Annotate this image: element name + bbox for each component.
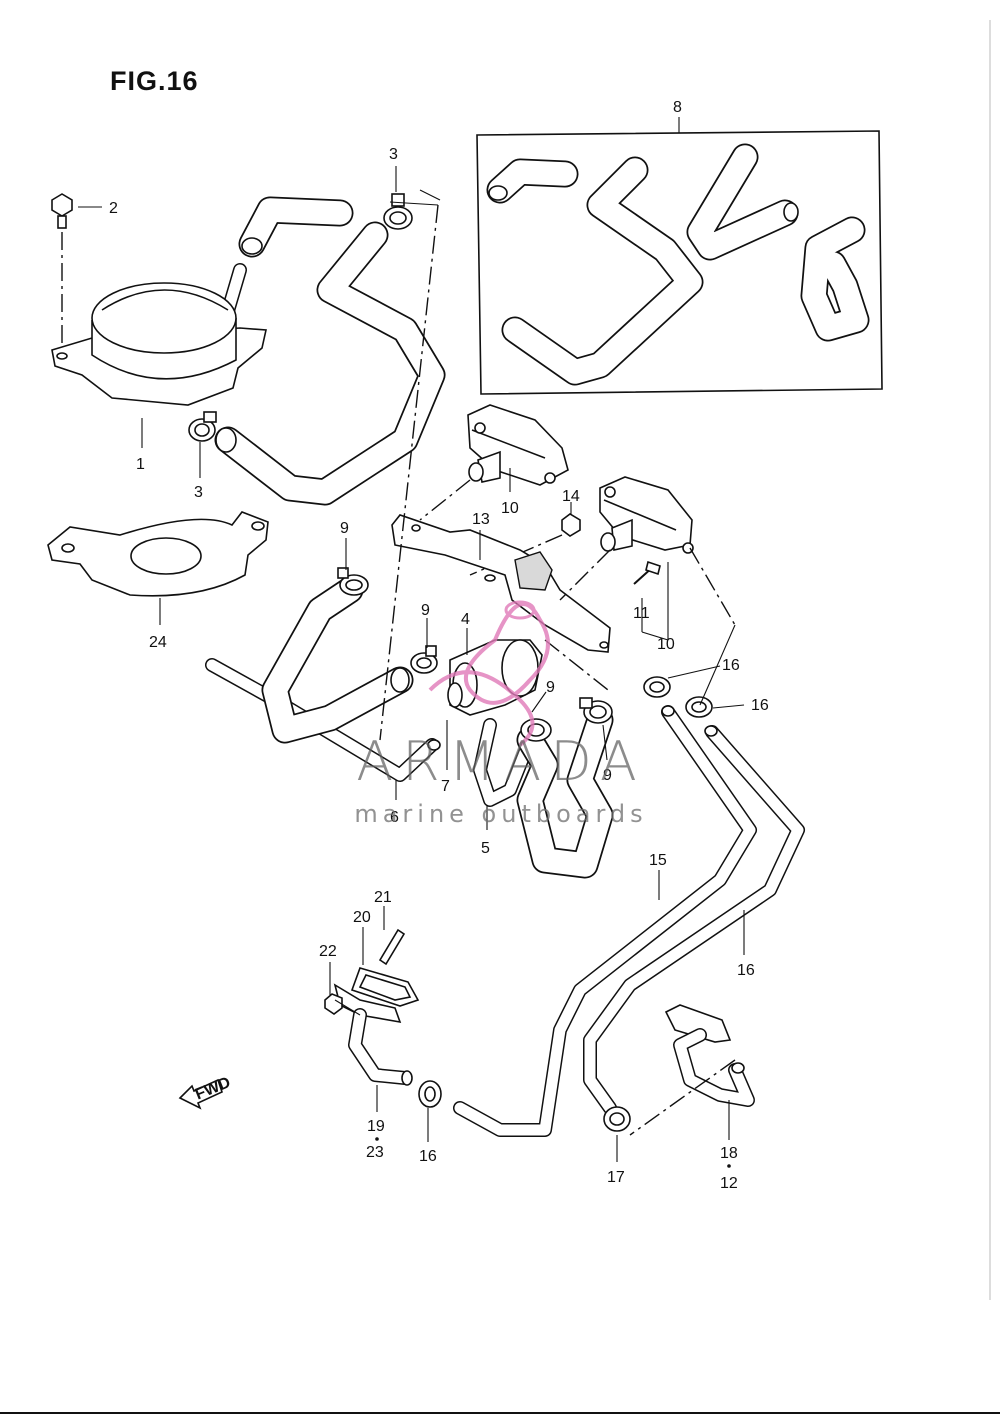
callout-23: 22 <box>319 943 337 960</box>
part-13-bolt <box>469 513 581 576</box>
hose-valve-left <box>261 576 414 744</box>
callout-10-upper: 10 <box>501 500 519 517</box>
callout-16c: 16 <box>419 1148 437 1165</box>
callout-19: 19 <box>367 1118 385 1135</box>
fwd-arrow-label: FWD <box>193 1074 233 1103</box>
callout-2: 2 <box>109 200 118 217</box>
callout-13: 14 <box>562 488 580 505</box>
part-21-gasket <box>350 967 420 1007</box>
part-2-bolt <box>51 193 73 345</box>
callout-9b: 9 <box>421 602 430 619</box>
part-19-pipe <box>333 983 413 1086</box>
callout-16a: 16 <box>722 657 740 674</box>
callout-4: 4 <box>461 611 470 628</box>
callout-14: 15 <box>649 852 667 869</box>
callout-5: 5 <box>481 840 490 857</box>
part-22-stud <box>378 928 406 966</box>
part-15-hose <box>583 725 805 1115</box>
part-9-clamp-d <box>579 697 613 724</box>
callout-20: 23 <box>366 1144 384 1161</box>
part-1-air-cleaner <box>51 263 267 406</box>
part-8-hose-kit-box <box>476 130 883 395</box>
figure-title: FIG.16 <box>110 66 199 96</box>
callout-10-lower: 10 <box>657 636 675 653</box>
callout-16b: 16 <box>751 697 769 714</box>
part-16-clamp-d <box>603 1106 631 1132</box>
part-24-bracket-plate <box>47 511 269 597</box>
callout-3-upper: 3 <box>389 146 398 163</box>
callout-22: 21 <box>374 889 392 906</box>
leader-lines <box>78 117 745 1162</box>
callout-24: 24 <box>149 634 167 651</box>
part-9-clamp-b <box>410 645 438 674</box>
callout-1: 1 <box>136 456 145 473</box>
callout-15: 16 <box>737 962 755 979</box>
label-separator-dot <box>727 1164 731 1168</box>
callout-9a: 9 <box>340 520 349 537</box>
callout-labels: 2 1 3 3 8 24 9 9 9 9 4 10 13 14 11 10 16… <box>109 99 769 1192</box>
part-10-reed-valve-lower <box>599 476 694 554</box>
part-12-valve-bracket <box>391 514 611 653</box>
part-10-reed-valve-upper <box>467 404 569 486</box>
callout-16d: 17 <box>607 1169 625 1186</box>
part-9-clamp-a <box>337 567 369 596</box>
part-17-pipe <box>664 1004 755 1107</box>
callout-12: 13 <box>472 511 490 528</box>
part-5-hose <box>473 718 537 807</box>
assembly-centerlines <box>334 189 736 1136</box>
part-3-clamp-top <box>383 193 413 230</box>
hose-air-cleaner-to-clamp <box>214 196 446 506</box>
part-14-hose <box>453 705 757 1137</box>
watermark-tagline: marine outboards <box>354 800 648 828</box>
callout-3-lower: 3 <box>194 484 203 501</box>
callout-17: 18 <box>720 1145 738 1162</box>
callout-9d: 9 <box>603 767 612 784</box>
part-16-clamp-b <box>685 696 713 718</box>
watermark-logo-icon <box>428 600 550 747</box>
part-16-clamp-a <box>643 676 671 698</box>
callout-9c: 9 <box>546 679 555 696</box>
label-separator-dot <box>375 1137 379 1141</box>
callout-18: 12 <box>720 1175 738 1192</box>
callout-21: 20 <box>353 909 371 926</box>
hose-valve-right <box>516 706 614 879</box>
callout-8: 8 <box>673 99 682 116</box>
callout-6: 6 <box>390 809 399 826</box>
part-23-nut <box>324 993 343 1015</box>
callout-7: 7 <box>441 778 450 795</box>
part-6-hose <box>205 658 441 782</box>
part-16-clamp-c <box>418 1080 442 1108</box>
fwd-direction-arrow-icon: FWD <box>178 1074 233 1110</box>
watermark-brand: ARMADA <box>356 730 646 793</box>
callout-11: 11 <box>633 605 650 622</box>
part-3-clamp-mid <box>188 411 217 442</box>
part-11-screw <box>633 560 661 585</box>
